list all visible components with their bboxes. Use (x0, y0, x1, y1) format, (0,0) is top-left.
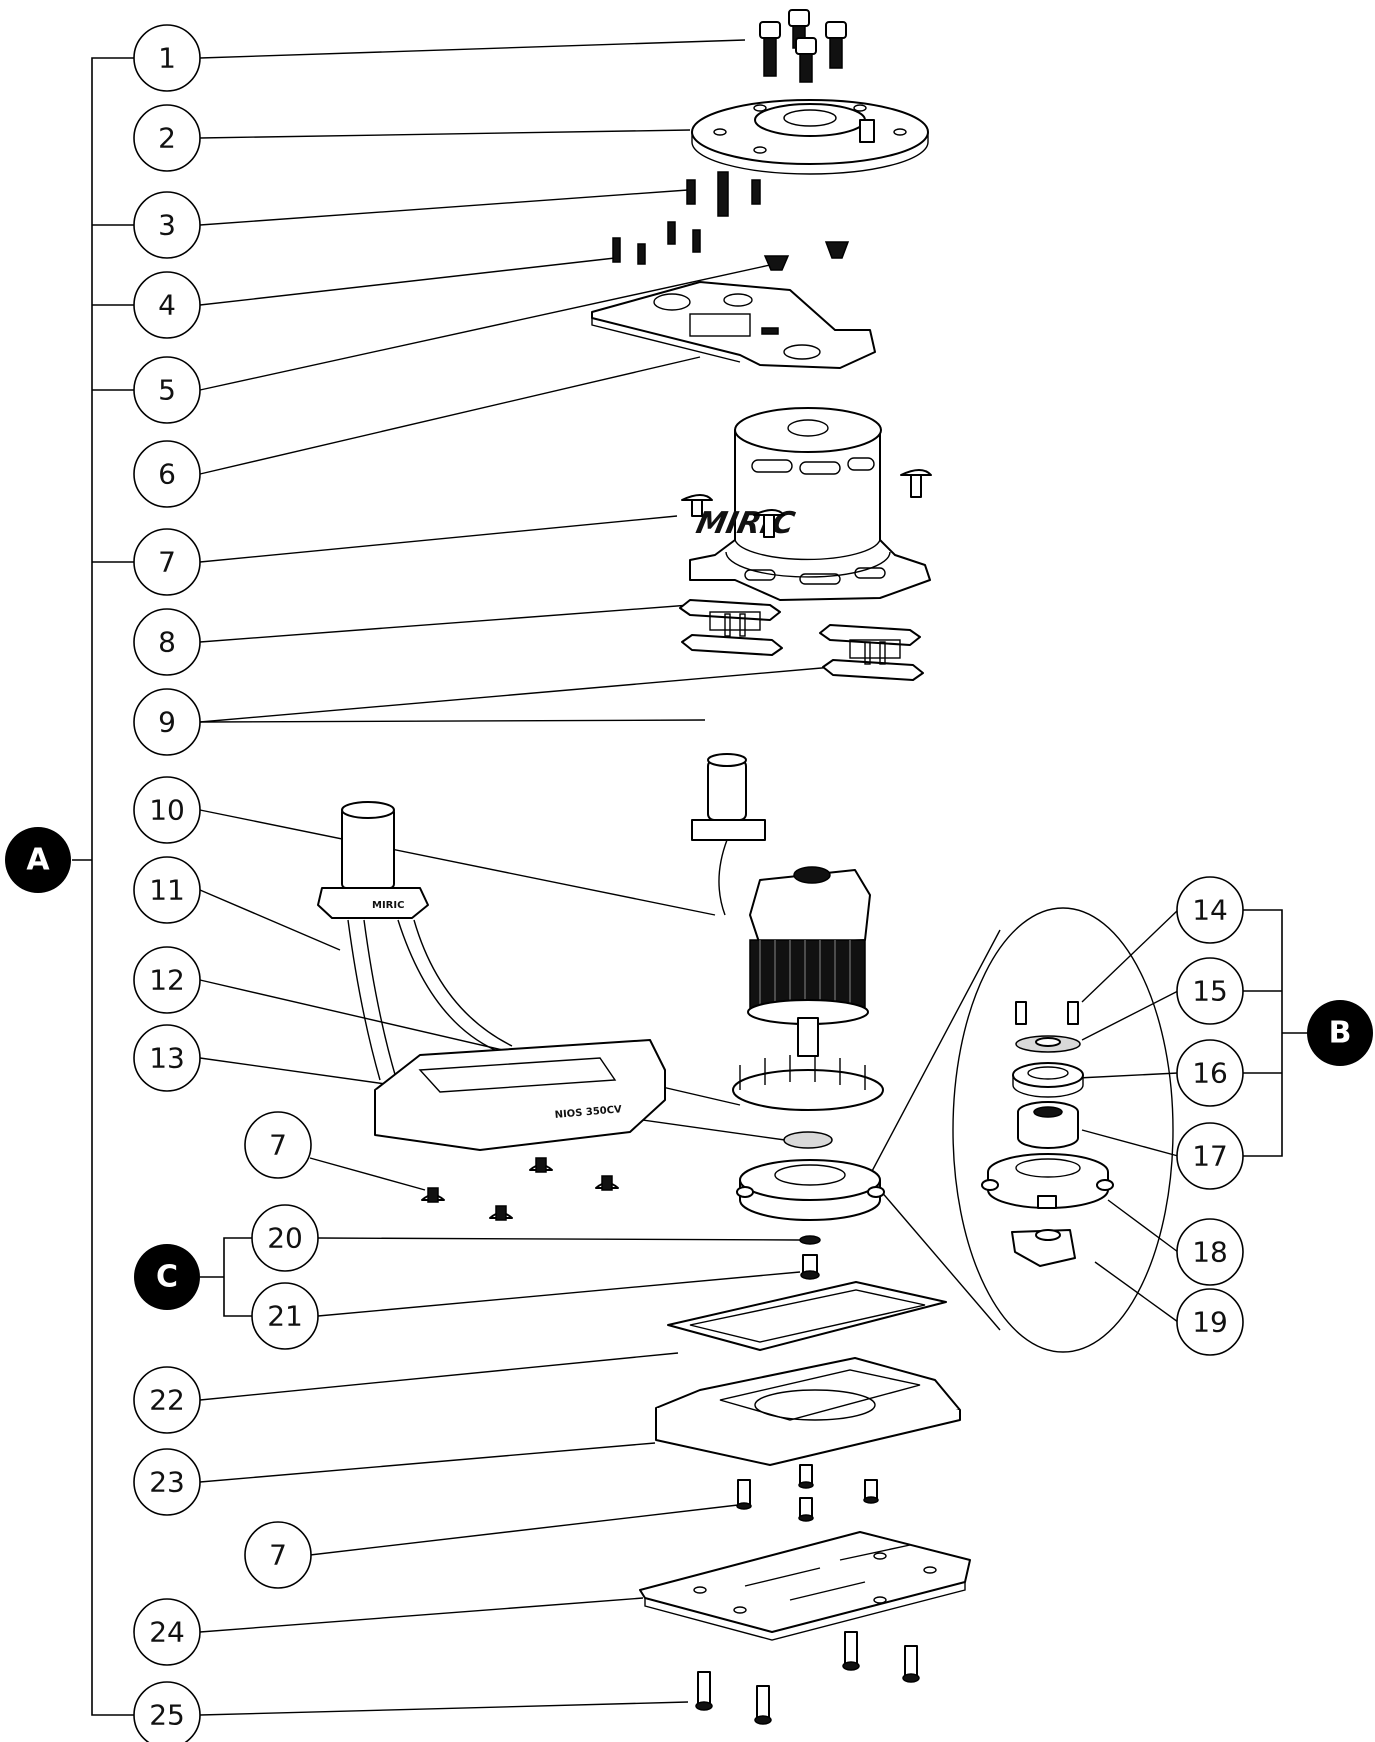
callout-17: 17 (1176, 1122, 1244, 1190)
motor-logo: MIRIC (693, 506, 798, 541)
callout-7: 7 (133, 528, 201, 596)
part-7-screws-middle (421, 1157, 619, 1221)
part-8-motor-housing: MIRIC (689, 407, 931, 601)
part-13-fan (732, 1055, 884, 1149)
svg-text:23: 23 (149, 1466, 185, 1499)
part-1-cap-screws (759, 9, 847, 83)
svg-text:B: B (1329, 1016, 1352, 1051)
part-19-clip (1011, 1229, 1076, 1267)
svg-text:7: 7 (269, 1539, 287, 1572)
group-b-bracket (1243, 909, 1310, 1157)
callout-19: 19 (1176, 1288, 1244, 1356)
callout-21: 21 (251, 1282, 319, 1350)
part-16-retainer (1012, 1062, 1084, 1098)
mount-marking: MIRIC (372, 900, 404, 911)
part-10-rotor-assembly (691, 753, 871, 1057)
svg-text:3: 3 (158, 209, 176, 242)
callout-5: 5 (133, 356, 201, 424)
callout-24: 24 (133, 1598, 201, 1666)
svg-text:18: 18 (1192, 1236, 1228, 1269)
part-12-base-housing: NIOS 350CV (374, 1039, 666, 1151)
svg-text:25: 25 (149, 1699, 185, 1732)
svg-text:7: 7 (269, 1129, 287, 1162)
svg-text:4: 4 (158, 289, 176, 322)
part-15-washer (1015, 1035, 1081, 1053)
part-6-mounting-plate (591, 281, 876, 369)
group-badges: A B C (5, 827, 1373, 1310)
svg-text:A: A (26, 843, 50, 878)
svg-text:14: 14 (1192, 894, 1228, 927)
group-badge-c: C (134, 1244, 200, 1310)
svg-text:17: 17 (1192, 1140, 1228, 1173)
part-22-gasket (667, 1281, 947, 1351)
callout-11: 11 (133, 856, 201, 924)
svg-text:20: 20 (267, 1222, 303, 1255)
callout-13: 13 (133, 1024, 201, 1092)
svg-text:1: 1 (158, 42, 176, 75)
callout-23: 23 (133, 1448, 201, 1516)
callout-10: 10 (133, 776, 201, 844)
callout-20: 20 (251, 1204, 319, 1272)
callout-12: 12 (133, 946, 201, 1014)
svg-text:12: 12 (149, 964, 185, 997)
callout-bubbles: 1 2 3 4 5 6 7 8 9 10 11 12 13 7 20 21 22… (133, 24, 1244, 1742)
callout-9: 9 (133, 688, 201, 756)
callout-15: 15 (1176, 957, 1244, 1025)
part-14-screws (1015, 1001, 1079, 1025)
svg-text:5: 5 (158, 374, 176, 407)
callout-14: 14 (1176, 876, 1244, 944)
part-20-washer (799, 1235, 821, 1245)
svg-text:9: 9 (158, 706, 176, 739)
part-7-screws-top (681, 469, 932, 538)
svg-text:C: C (156, 1260, 178, 1295)
part-4-screws (612, 221, 701, 265)
svg-text:24: 24 (149, 1616, 185, 1649)
svg-text:2: 2 (158, 122, 176, 155)
part-25-screws (695, 1631, 920, 1725)
callout-25: 25 (133, 1681, 201, 1742)
group-a-bracket (72, 57, 135, 1716)
callout-6: 6 (133, 440, 201, 508)
callout-2: 2 (133, 104, 201, 172)
group-c-bracket (200, 1237, 253, 1317)
svg-text:7: 7 (158, 546, 176, 579)
svg-text:8: 8 (158, 626, 176, 659)
callout-7-middle: 7 (244, 1111, 312, 1179)
part-18-housing (981, 1153, 1114, 1209)
callout-4: 4 (133, 271, 201, 339)
svg-text:21: 21 (267, 1300, 303, 1333)
svg-text:15: 15 (1192, 975, 1228, 1008)
svg-text:13: 13 (149, 1042, 185, 1075)
svg-text:10: 10 (149, 794, 185, 827)
svg-text:6: 6 (158, 458, 176, 491)
callout-1: 1 (133, 24, 201, 92)
part-2-flange-disc (691, 99, 929, 175)
svg-text:19: 19 (1192, 1306, 1228, 1339)
detail-ellipse (952, 907, 1174, 1353)
part-21-screw (800, 1254, 820, 1280)
callout-18: 18 (1176, 1218, 1244, 1286)
callout-3: 3 (133, 191, 201, 259)
part-17-bearing (1017, 1101, 1079, 1149)
part-24-mount-plate (639, 1531, 971, 1641)
svg-text:22: 22 (149, 1384, 185, 1417)
group-badge-b: B (1307, 1000, 1373, 1066)
group-badge-a: A (5, 827, 71, 893)
callout-16: 16 (1176, 1039, 1244, 1107)
callout-7-bottom: 7 (244, 1521, 312, 1589)
svg-text:11: 11 (149, 874, 185, 907)
part-7-screws-bottom (736, 1464, 879, 1522)
callout-8: 8 (133, 608, 201, 676)
part-11-mount-stem: MIRIC (317, 801, 513, 1081)
svg-text:16: 16 (1192, 1057, 1228, 1090)
part-23-base-plate (655, 1357, 961, 1466)
part-9-brackets (679, 599, 924, 681)
part-bearing-housing-main (736, 1159, 885, 1221)
callout-22: 22 (133, 1366, 201, 1434)
part-5-flat-screws (763, 241, 850, 271)
part-3-screws (686, 171, 761, 217)
